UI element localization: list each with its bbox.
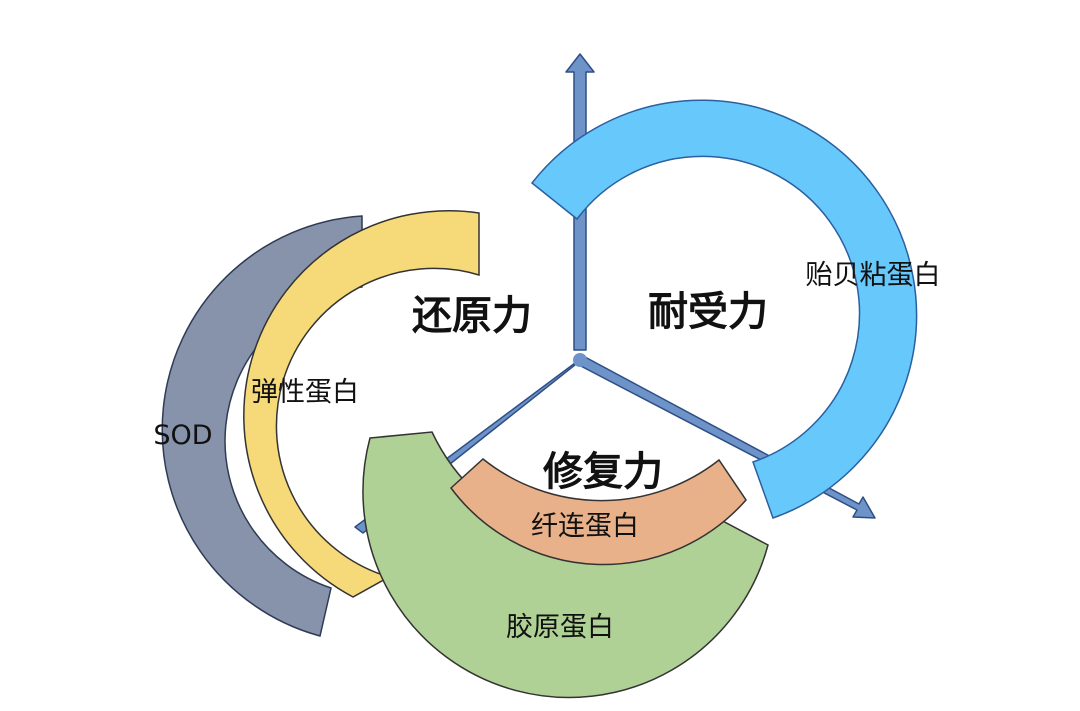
- title-endure: 耐受力: [648, 289, 768, 335]
- sod-arc: [161, 215, 363, 637]
- adhesion-arc: [530, 99, 918, 519]
- label-adhesion: 贻贝粘蛋白: [806, 260, 941, 291]
- elastin-arc: [243, 210, 480, 598]
- title-repair: 修复力: [543, 449, 663, 495]
- label-collagen: 胶原蛋白: [506, 612, 614, 643]
- label-elastin: 弹性蛋白: [251, 377, 359, 408]
- label-fibronectin: 纤连蛋白: [531, 511, 639, 542]
- fibronectin-arc: [449, 458, 747, 566]
- label-sod: SOD: [153, 420, 212, 451]
- title-restore: 还原力: [412, 293, 532, 339]
- axis-center: [573, 353, 587, 367]
